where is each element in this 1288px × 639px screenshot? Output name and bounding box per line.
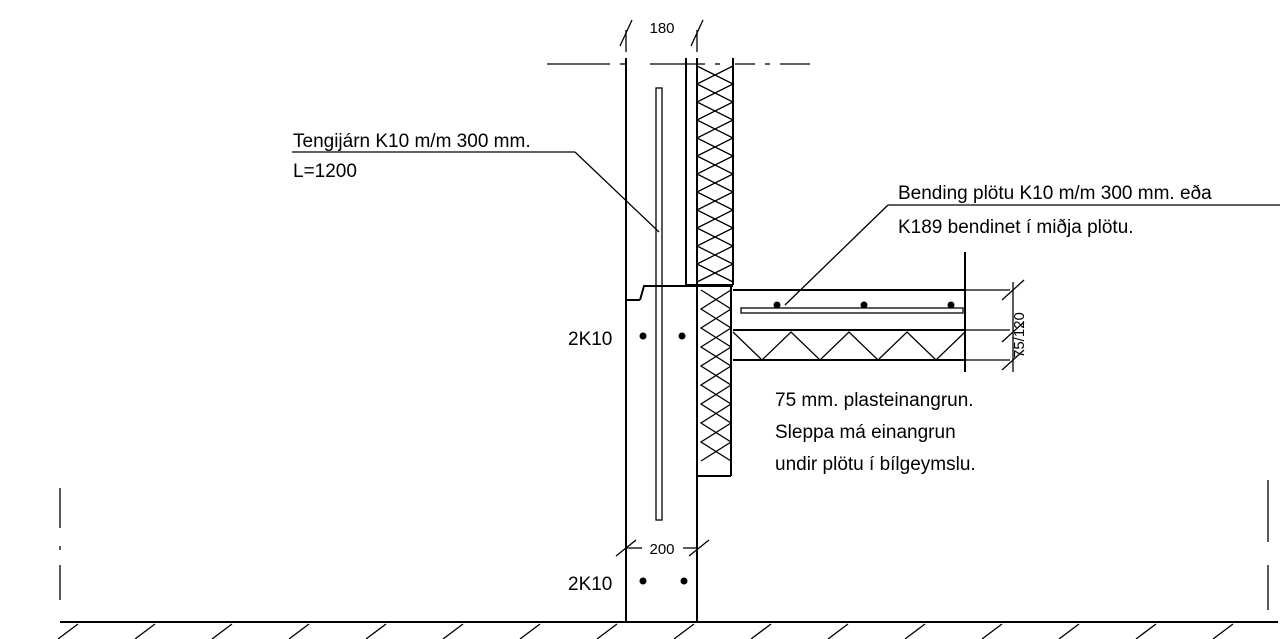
- top-dimension: 180: [619, 19, 704, 52]
- wall-insulation-upper: [695, 65, 735, 283]
- vertical-rebar: [655, 87, 663, 521]
- slab-rebar-leader: [784, 204, 1280, 306]
- slab-dimension: 75/120: [1001, 279, 1028, 372]
- bottom-dimension: 200: [615, 539, 710, 558]
- wall-outline: [625, 58, 734, 622]
- upper-bars-label: 2K10: [568, 329, 612, 350]
- rebar-leader: [292, 151, 660, 233]
- lower-bars-label: 2K10: [568, 574, 612, 595]
- slab-rebar-label-line1: Bending plötu K10 m/m 300 mm. eða: [898, 183, 1212, 204]
- insulation-label-line2: Sleppa má einangrun: [775, 422, 956, 443]
- slab-rebar: [740, 301, 964, 314]
- wall-bars-lower: [639, 577, 688, 585]
- ground-hatch: [57, 623, 1234, 639]
- wall-bars-upper: [639, 332, 686, 340]
- wall-insulation-lower: [699, 289, 733, 462]
- bottom-dimension-label: 200: [649, 541, 674, 558]
- rebar-label-line1: Tengijárn K10 m/m 300 mm.: [293, 131, 531, 152]
- slab-insulation: [732, 331, 966, 361]
- slab-dimension-label: 75/120: [1011, 312, 1028, 358]
- rebar-label-line2: L=1200: [293, 161, 357, 182]
- slab-outline: [733, 252, 1010, 372]
- insulation-label-line1: 75 mm. plasteinangrun.: [775, 390, 974, 411]
- slab-rebar-label-line2: K189 bendinet í miðja plötu.: [898, 217, 1134, 238]
- insulation-label-line3: undir plötu í bílgeymslu.: [775, 454, 976, 475]
- top-dimension-label: 180: [649, 20, 674, 37]
